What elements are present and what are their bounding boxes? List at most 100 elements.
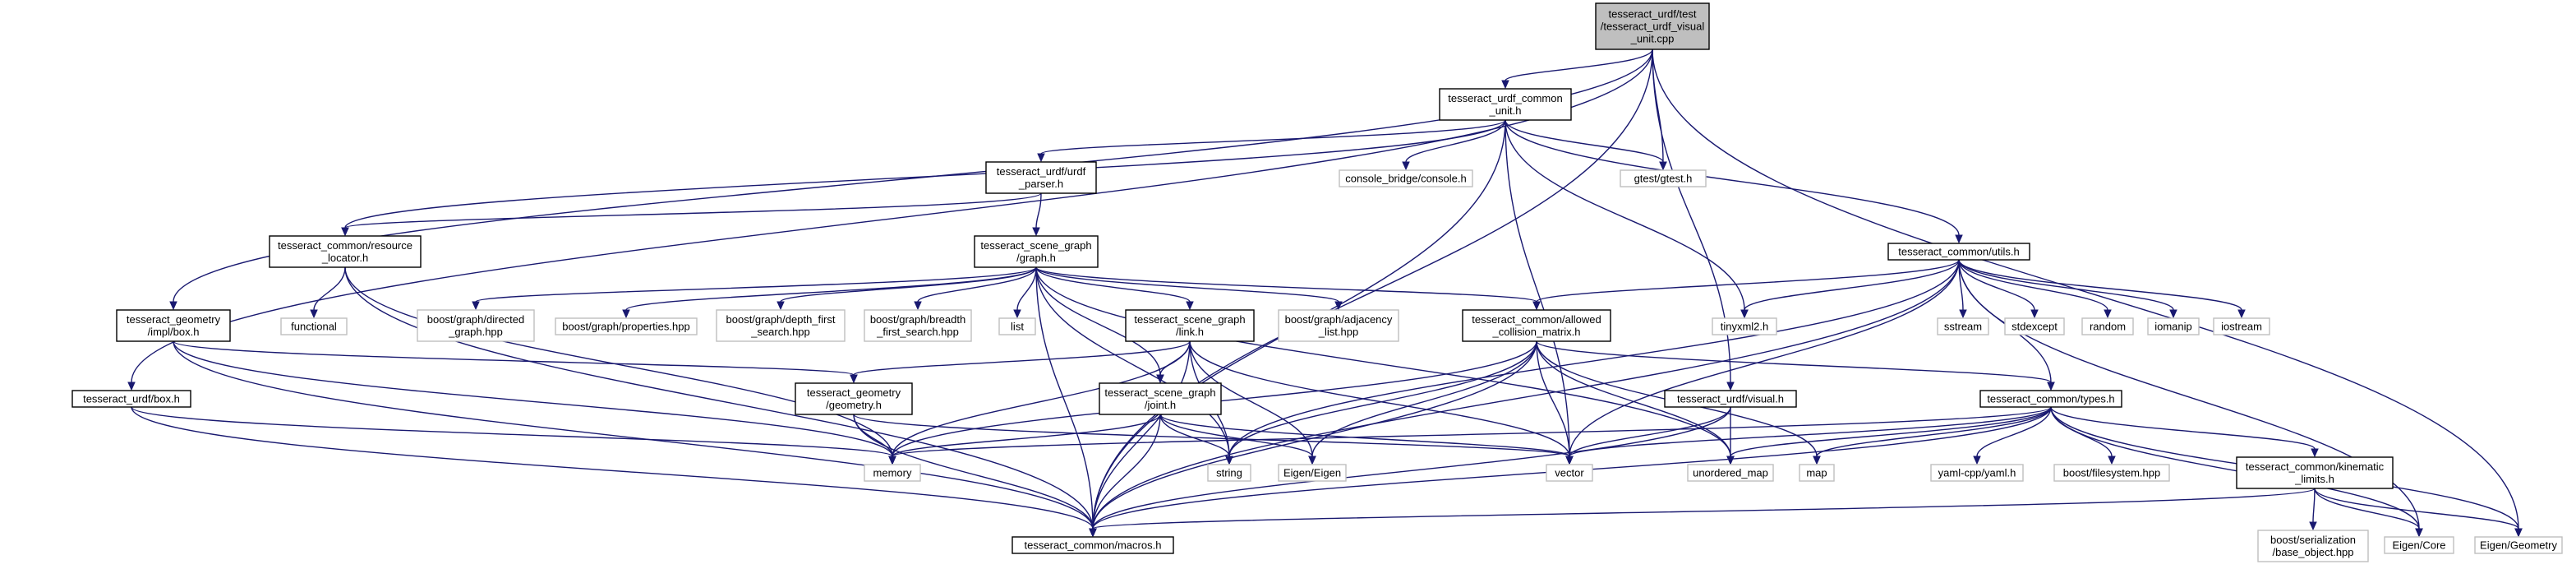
node-label: /tesseract_urdf_visual [1601,21,1705,33]
external-header-node: boost/filesystem.hpp [2053,464,2170,482]
dependency-edge [1037,119,1506,163]
node-label: _limits.h [2294,473,2334,485]
node-box[interactable] [1462,309,1611,342]
project-header-node[interactable]: tesseract_scene_graph/link.h [1125,309,1255,342]
project-header-node[interactable]: tesseract_common/resource_locator.h [269,235,422,268]
dependency-edge [1035,266,1194,311]
node-box[interactable] [1595,2,1710,50]
node-label: _unit.cpp [1630,33,1675,45]
edge-line [1958,259,2242,311]
project-header-node[interactable]: tesseract_urdf/box.h [71,390,191,408]
arrowhead-icon [1659,161,1667,171]
project-header-node[interactable]: tesseract_urdf/visual.h [1664,390,1797,408]
project-header-node[interactable]: tesseract_common/allowed_collision_matri… [1462,309,1611,342]
node-box[interactable] [795,382,913,415]
edge-line [1159,414,1313,457]
edge-line [1405,119,1506,163]
edge-line [1536,340,1570,457]
edge-line [1035,266,1230,457]
arrowhead-icon [2104,309,2112,319]
edge-line [625,266,1037,311]
edge-line [173,340,855,376]
edge-line [1958,259,2174,311]
project-header-node[interactable]: tesseract_common/macros.h [1012,536,1174,554]
node-label: unordered_map [1693,467,1768,479]
edge-line [2314,488,2420,530]
arrowhead-icon [2514,528,2523,538]
node-label: /joint.h [1145,399,1176,411]
node-label: tesseract_urdf_common [1448,92,1562,104]
project-header-node[interactable]: tesseract_urdf/urdf_parser.h [985,161,1097,194]
dependency-edge [131,406,1097,538]
dependency-edge [2050,406,2319,458]
node-box [2213,317,2270,335]
arrowhead-icon [1973,456,1981,465]
arrowhead-icon [914,301,922,311]
edge-line [1730,406,2052,457]
node-box[interactable] [1012,536,1174,554]
project-header-node[interactable]: tesseract_common/types.h [1979,390,2122,408]
edge-line [1092,49,1653,530]
node-box [1207,464,1251,482]
dependency-edge [2314,488,2423,538]
edge-line [892,340,1191,457]
node-label: Eigen/Core [2392,539,2445,552]
project-header-node[interactable]: tesseract_urdf_common_unit.h [1439,88,1572,121]
edge-line [1505,119,1960,236]
project-header-node[interactable]: tesseract_common/kinematic_limits.h [2236,456,2394,489]
arrowhead-icon [2169,309,2177,319]
dependency-edge [1532,259,1960,311]
project-header-node[interactable]: tesseract_common/utils.h [1887,243,2030,261]
node-box[interactable] [269,235,422,268]
node-label: gtest/gtest.h [1634,173,1693,185]
root-file-node[interactable]: tesseract_urdf/test/tesseract_urdf_visua… [1595,2,1710,50]
node-label: _graph.hpp [448,326,503,338]
edge-line [1311,340,1537,457]
arrowhead-icon [2415,528,2423,538]
node-box[interactable] [116,309,231,342]
arrowhead-icon [1225,456,1233,465]
edge-line [1159,414,1570,457]
node-box[interactable] [1439,88,1572,121]
node-box[interactable] [2236,456,2394,489]
arrowhead-icon [2237,309,2246,319]
edge-line [853,414,1094,530]
project-header-node[interactable]: tesseract_geometry/geometry.h [795,382,913,415]
edge-line [1505,119,1664,163]
edge-line [1035,266,1094,530]
node-box[interactable] [985,161,1097,194]
project-header-node[interactable]: tesseract_scene_graph/joint.h [1099,382,1222,415]
edge-line [344,119,1506,229]
node-box[interactable] [974,235,1099,268]
node-box[interactable] [1887,243,2030,261]
dependency-edge [1973,406,2052,465]
node-box[interactable] [1099,382,1222,415]
arrowhead-icon [2311,448,2319,458]
dependency-edge [2050,406,2116,465]
dependency-edge [1958,259,2246,319]
node-box [555,317,698,335]
external-header-node: Eigen/Eigen [1278,464,1347,482]
project-header-node[interactable]: tesseract_scene_graph/graph.h [974,235,1099,268]
node-box[interactable] [1125,309,1255,342]
node-box[interactable] [1664,390,1797,408]
project-header-node[interactable]: tesseract_geometry/impl/box.h [116,309,231,342]
node-label: tesseract_urdf/box.h [83,393,180,405]
node-box [1799,464,1835,482]
node-box[interactable] [71,390,191,408]
dependency-edge [1505,119,1963,244]
dependency-edges [127,49,2523,538]
edge-line [780,266,1037,303]
arrowhead-icon [1156,374,1164,384]
node-box [2053,464,2170,482]
node-box [1712,317,1777,335]
arrowhead-icon [888,456,896,465]
node-box [1546,464,1593,482]
dependency-edge [1089,414,1161,538]
node-box [1278,464,1347,482]
dependency-edge [472,266,1037,311]
node-box [2147,317,2200,335]
edge-line [1228,340,1537,457]
node-box[interactable] [1979,390,2122,408]
